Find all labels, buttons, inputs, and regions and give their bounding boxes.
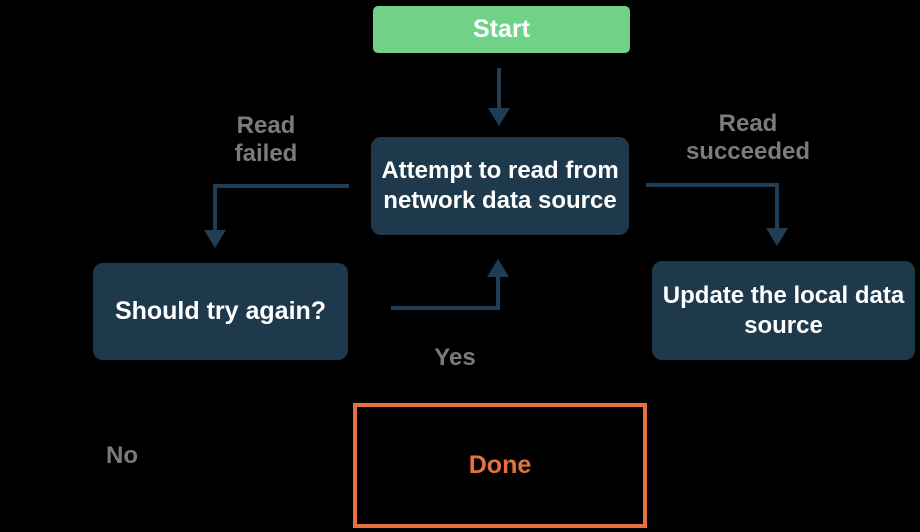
node-should-try-again: Should try again? [93,263,348,360]
edge-label-read-succeeded: Read succeeded [685,110,811,165]
edge-yes-line-vertical [496,277,500,310]
edge-start-to-attempt-arrowhead [488,108,510,126]
edge-yes-arrowhead [487,259,509,277]
node-attempt-read: Attempt to read from network data source [371,137,629,235]
edge-read-failed-line-horizontal [213,184,349,188]
edge-label-no: No [106,442,138,469]
edge-read-failed-arrowhead [204,230,226,248]
node-done: Done [353,403,647,528]
edge-read-succeeded-line-horizontal [646,183,779,187]
node-start: Start [373,6,630,53]
edge-read-failed-line-vertical [213,184,217,232]
edge-read-succeeded-arrowhead [766,228,788,246]
edge-start-to-attempt-line [497,68,501,110]
edge-yes-line-horizontal [391,306,500,310]
edge-label-yes: Yes [434,344,476,371]
node-update-local-source: Update the local data source [652,261,915,360]
edge-read-succeeded-line-vertical [775,183,779,230]
edge-label-read-failed: Read failed [234,112,298,167]
